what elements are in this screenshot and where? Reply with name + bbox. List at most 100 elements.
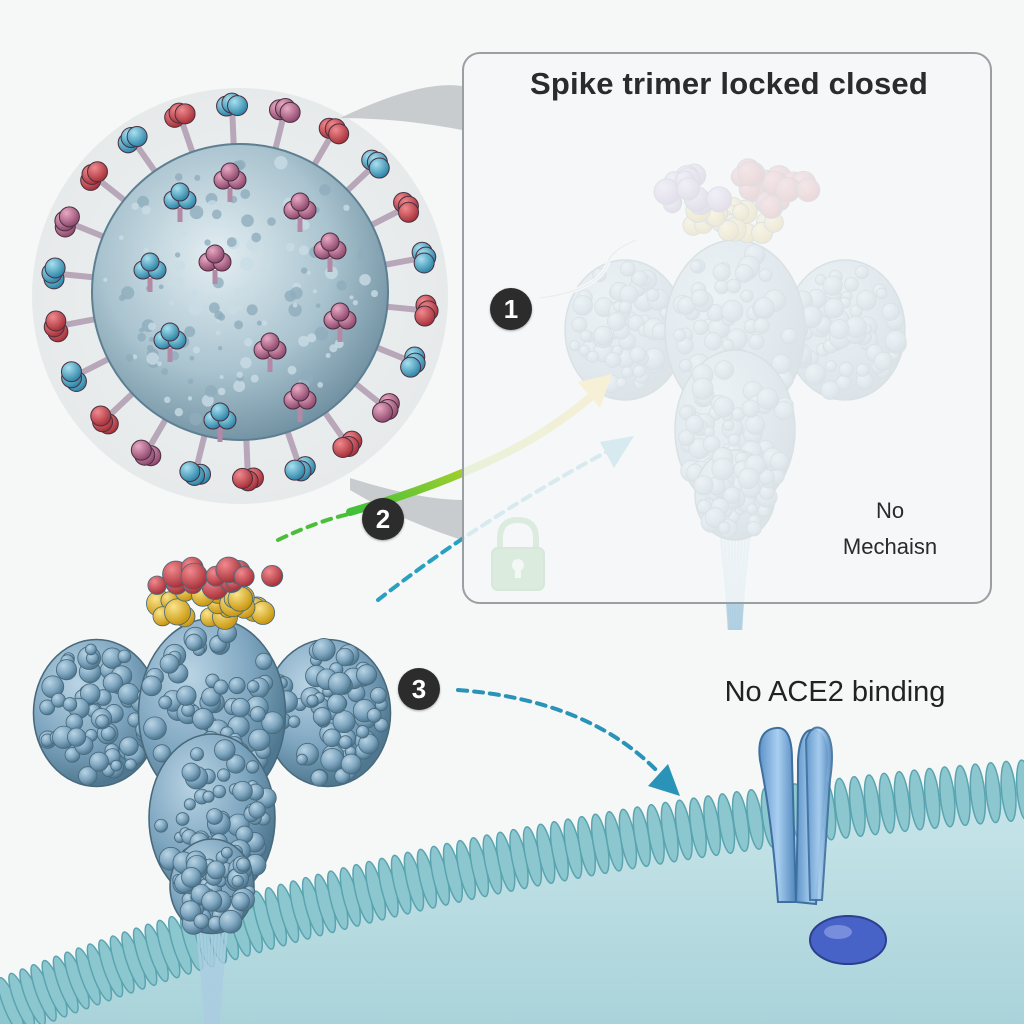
surface-spike [283, 192, 317, 232]
surface-bump [240, 189, 251, 199]
surface-bump [343, 204, 350, 211]
surface-spike [163, 182, 197, 222]
surface-bump [189, 412, 202, 426]
surface-bump [336, 280, 347, 291]
virus-front-spikes [133, 162, 357, 442]
surface-bump [288, 303, 302, 317]
surface-spike [153, 322, 187, 362]
surface-bump [312, 289, 317, 294]
surface-bump [236, 371, 243, 379]
surface-bump [204, 385, 217, 398]
step-2-dashed-arrow [276, 512, 352, 542]
surface-bump [256, 320, 262, 326]
surface-bump [241, 214, 254, 227]
surface-bump [246, 304, 258, 316]
spike-head [284, 456, 316, 482]
surface-bump [148, 322, 156, 331]
inset-note-line-2: Mechaisn [842, 534, 938, 559]
surface-bump [103, 277, 108, 282]
surface-bump [190, 288, 199, 298]
surface-bump [118, 294, 126, 302]
spike-domain [169, 838, 256, 935]
spike-head [80, 161, 108, 191]
ace2-label: No ACE2 binding [724, 676, 946, 708]
surface-bump [149, 336, 155, 343]
membrane-lipid [954, 764, 971, 827]
surface-bump [158, 284, 164, 290]
spike-head [332, 430, 363, 458]
surface-spike [133, 252, 167, 292]
spike-head [361, 149, 390, 179]
surface-bump [161, 368, 169, 376]
surface-bump [189, 355, 195, 361]
membrane-lipid [923, 767, 941, 830]
surface-bump [306, 270, 311, 275]
surface-bump [201, 394, 214, 407]
surface-bump [174, 408, 184, 417]
surface-bump [217, 387, 226, 396]
receptor-binding-domain [146, 556, 284, 630]
spike-head [117, 126, 148, 154]
host-cell [0, 759, 1024, 1024]
surface-bump [234, 320, 244, 330]
inset-title: Spike trimer locked closed [529, 66, 929, 101]
surface-spike [323, 302, 357, 342]
spike-head [411, 241, 437, 274]
spike-domain [263, 637, 392, 788]
surface-bump [317, 382, 324, 388]
surface-bump [250, 374, 259, 383]
surface-bump [292, 302, 298, 308]
ace2-receptor [758, 726, 887, 965]
inset-note-line-1: No [875, 498, 905, 523]
membrane-lipid [969, 763, 987, 825]
surface-bump [226, 237, 237, 248]
spike-head [268, 98, 301, 123]
surface-bump [143, 247, 149, 253]
step-3-dashed-arrow [456, 688, 662, 776]
surface-bump [307, 333, 317, 343]
surface-bump [227, 304, 239, 315]
surface-bump [146, 352, 159, 365]
surface-bump [174, 260, 185, 271]
inset-panel [462, 52, 992, 604]
spike-head [41, 257, 66, 290]
surface-bump [168, 300, 174, 306]
surface-bump [234, 287, 243, 297]
surface-bump [191, 298, 204, 311]
surface-bump [319, 184, 331, 196]
surface-bump [211, 209, 222, 220]
surface-bump [182, 230, 188, 236]
surface-bump [233, 380, 246, 392]
surface-spike [313, 232, 347, 272]
membrane-lipid [908, 769, 926, 831]
spike-trimer-open [32, 556, 392, 1024]
spike-head [130, 439, 162, 467]
surface-bump [244, 337, 253, 347]
surface-bump [137, 195, 150, 208]
surface-bump [287, 365, 297, 375]
membrane-lipid [1000, 760, 1017, 822]
spike-head [90, 405, 119, 435]
membrane-lipid [848, 775, 866, 838]
surface-bump [187, 396, 193, 401]
step-3-badge: 3 [398, 668, 440, 710]
surface-spike [213, 162, 247, 202]
surface-bump [137, 332, 146, 342]
surface-bump [325, 353, 331, 358]
surface-bump [239, 257, 254, 272]
surface-bump [217, 313, 226, 321]
surface-bump [352, 299, 358, 306]
surface-bump [349, 295, 354, 300]
spike-head [164, 102, 196, 128]
surface-bump [187, 378, 194, 385]
spike-head [414, 294, 439, 327]
surface-bump [300, 267, 308, 274]
membrane-lipid [1015, 759, 1024, 821]
surface-spike [253, 332, 287, 372]
membrane-lipid [863, 774, 881, 836]
surface-bump [219, 375, 224, 380]
step-1-badge: 1 [490, 288, 532, 330]
surface-bump [215, 330, 221, 336]
surface-bump [285, 242, 295, 252]
surface-bump [267, 217, 276, 226]
